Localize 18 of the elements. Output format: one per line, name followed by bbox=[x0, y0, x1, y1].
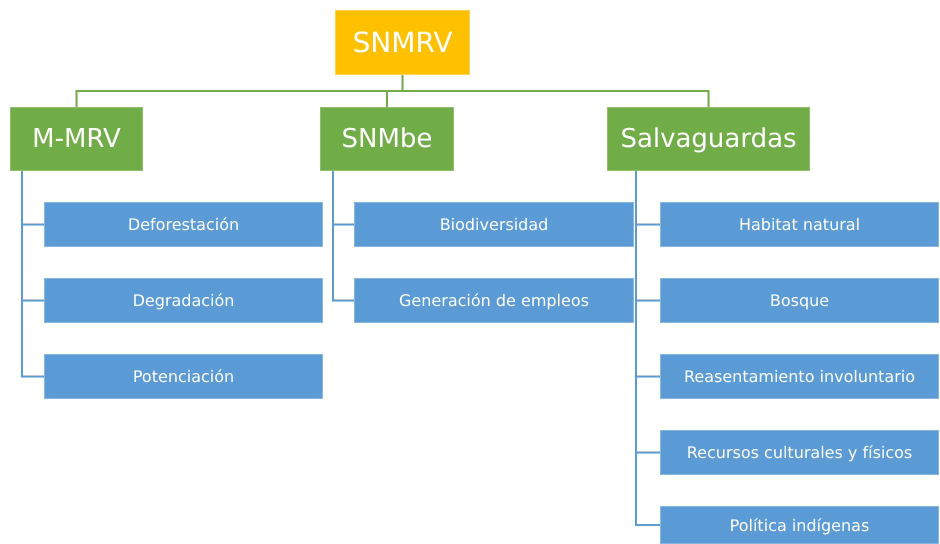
topic-box: Habitat natural bbox=[660, 202, 939, 247]
topic-box: Biodiversidad bbox=[354, 202, 634, 247]
topic-box: Degradación bbox=[44, 278, 323, 323]
connector-line bbox=[402, 75, 710, 107]
topic-box: Generación de empleos bbox=[354, 278, 634, 323]
connector-line bbox=[635, 171, 660, 526]
category-box: Salvaguardas bbox=[607, 107, 810, 171]
topic-box: Deforestación bbox=[44, 202, 323, 247]
connector-line bbox=[332, 171, 354, 302]
topic-box: Bosque bbox=[660, 278, 939, 323]
category-box: M-MRV bbox=[10, 107, 143, 171]
root-box: SNMRV bbox=[335, 10, 470, 75]
connector-line bbox=[21, 171, 44, 378]
category-box: SNMbe bbox=[320, 107, 454, 171]
topic-box: Recursos culturales y físicos bbox=[660, 430, 939, 475]
topic-box: Potenciación bbox=[44, 354, 323, 399]
topic-box: Reasentamiento involuntario bbox=[660, 354, 939, 399]
topic-box: Política indígenas bbox=[660, 506, 939, 544]
